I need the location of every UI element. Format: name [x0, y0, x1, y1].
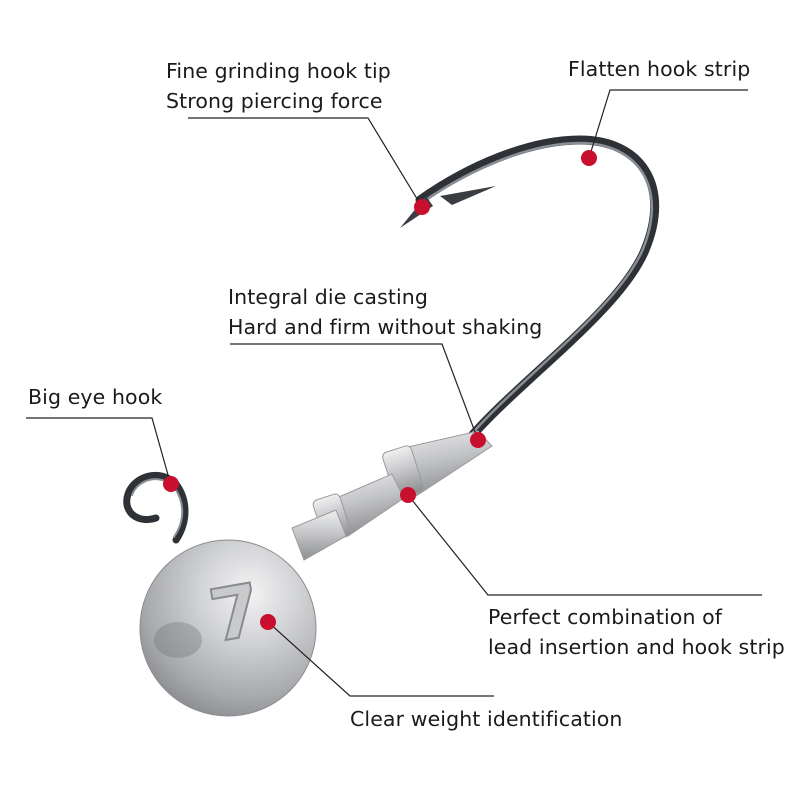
callout-hook-tip: Fine grinding hook tip Strong piercing f… — [166, 56, 391, 116]
callout-die-casting-line1: Integral die casting — [228, 285, 428, 309]
callout-die-casting: Integral die casting Hard and firm witho… — [228, 282, 542, 342]
ball-shadow-spot — [154, 622, 202, 658]
neck — [291, 509, 347, 561]
marker-casting — [470, 432, 486, 448]
ball-head: 7 — [139, 539, 317, 717]
hook-wire — [415, 135, 660, 443]
leader-casting — [230, 343, 479, 441]
hook-wire-highlight — [422, 141, 654, 438]
marker-combination — [400, 487, 416, 503]
callout-hook-tip-line2: Strong piercing force — [166, 89, 383, 113]
markers — [163, 150, 597, 630]
callout-big-eye-line1: Big eye hook — [28, 385, 163, 409]
callout-flatten-strip-line1: Flatten hook strip — [568, 57, 751, 81]
callout-combination: Perfect combination of lead insertion an… — [488, 602, 785, 662]
callout-combination-line2: lead insertion and hook strip — [488, 635, 785, 659]
ball — [139, 539, 317, 717]
marker-hook-tip — [414, 199, 430, 215]
callout-weight-id: Clear weight identification — [350, 704, 623, 734]
leader-flatten — [588, 89, 748, 159]
eye-wire — [123, 471, 189, 544]
callout-hook-tip-line1: Fine grinding hook tip — [166, 59, 391, 83]
callout-combination-line1: Perfect combination of — [488, 605, 723, 629]
leader-lines — [26, 89, 762, 697]
callout-flatten-strip: Flatten hook strip — [568, 54, 750, 84]
leader-combination — [407, 494, 762, 596]
hook-barb — [440, 186, 496, 205]
marker-weight — [260, 614, 276, 630]
callout-weight-id-line1: Clear weight identification — [350, 707, 623, 731]
marker-eye — [163, 476, 179, 492]
leader-eye — [26, 417, 171, 483]
leader-hook-tip — [188, 117, 423, 208]
lead-body — [291, 430, 493, 561]
leader-weight — [267, 621, 494, 697]
marker-flatten — [581, 150, 597, 166]
callout-die-casting-line2: Hard and firm without shaking — [228, 315, 543, 339]
callout-big-eye: Big eye hook — [28, 382, 162, 412]
